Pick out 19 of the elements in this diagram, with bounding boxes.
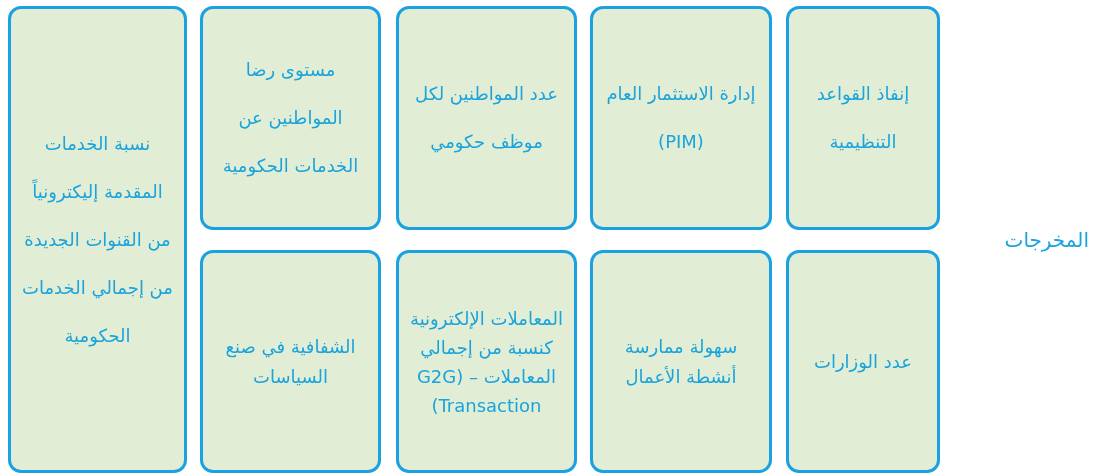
metric-box — [786, 6, 940, 230]
metric-text: نسبة الخدمات المقدمة إليكترونياً من القنوات الجديدة من إجمالي الخدمات الحكومية — [21, 131, 174, 349]
metric-text: إنفاذ القواعد التنظيمية — [815, 82, 911, 154]
metric-box — [200, 6, 381, 230]
section-label: المخرجات — [1004, 228, 1089, 252]
metric-box — [786, 250, 940, 473]
metric-text: مستوى رضا المواطنين عن الخدمات الحكومية — [221, 58, 360, 179]
metric-box — [590, 6, 772, 230]
metric-box — [200, 250, 381, 473]
metric-text: الشفافية في صنع السياسات — [224, 334, 357, 389]
metric-box — [396, 6, 577, 230]
metric-box — [396, 250, 577, 473]
metric-text: إدارة الاستثمار العام (PIM) — [605, 82, 757, 154]
metric-box — [8, 6, 187, 473]
metric-text: المعاملات الإلكترونية كنسبة من إجمالي المعاملات – (G2G Transaction) — [409, 306, 564, 418]
metric-box — [590, 250, 772, 473]
metric-text: عدد المواطنين لكل موظف حكومي — [414, 82, 559, 155]
metric-text: سهولة ممارسة أنشطة الأعمال — [623, 334, 739, 389]
metric-text: عدد الوزارات — [813, 349, 912, 375]
